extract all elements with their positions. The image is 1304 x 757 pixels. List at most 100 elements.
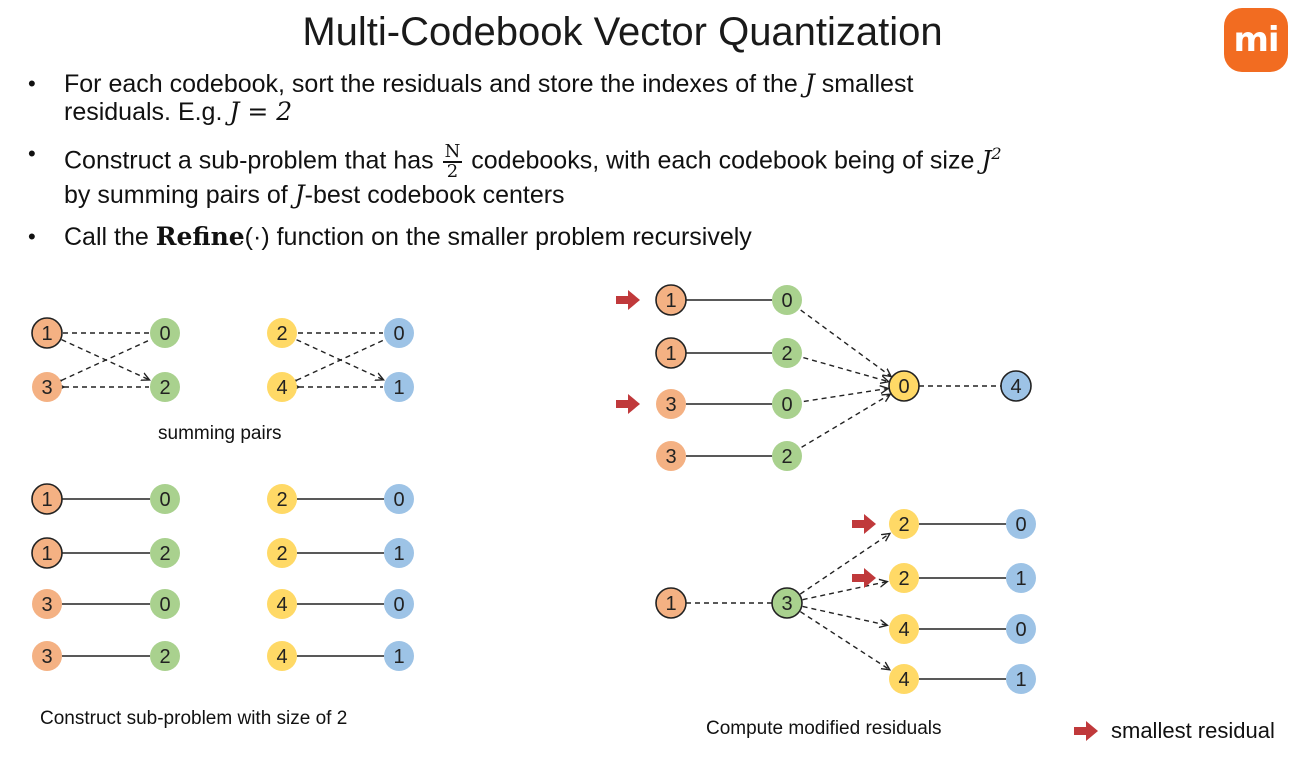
refine-split-edge [800, 611, 889, 670]
node-label: 3 [665, 394, 676, 416]
refine-start-node: 1 [655, 587, 687, 619]
subproblem-node: 3 [32, 589, 62, 619]
fraction-numerator: N [442, 140, 463, 163]
node-label: 0 [159, 323, 170, 345]
node-label: 2 [276, 489, 287, 511]
node-label: 2 [781, 343, 792, 365]
node-label: 2 [898, 514, 909, 536]
refine-node: 1 [655, 284, 687, 316]
node-circle [150, 318, 180, 348]
node-circle [150, 538, 180, 568]
node-circle [31, 317, 63, 349]
node-circle [150, 484, 180, 514]
refine-split-edge [799, 534, 890, 595]
node-label: 3 [665, 446, 676, 468]
subproblem-node: 4 [267, 641, 297, 671]
summing-edge [297, 339, 385, 381]
node-circle [267, 589, 297, 619]
node-circle [267, 538, 297, 568]
bullet-1: • For each codebook, sort the residuals … [28, 69, 1248, 127]
node-label: 1 [393, 646, 404, 668]
subproblem-node: 3 [32, 641, 62, 671]
bullet-2-var: J [981, 145, 992, 175]
node-circle [888, 370, 920, 402]
refine-merge-edge [800, 309, 891, 376]
bullet-1-post: smallest [814, 70, 914, 98]
node-label: 1 [393, 377, 404, 399]
bullet-3-text: Call the [64, 222, 156, 251]
refine-center-node: 3 [771, 587, 803, 619]
bullet-1-var: J [804, 69, 815, 98]
bullet-dot: • [28, 71, 36, 96]
node-circle [267, 484, 297, 514]
subproblem-node: 2 [150, 538, 180, 568]
summing-edge [62, 339, 151, 381]
fraction-denominator: 2 [446, 160, 459, 182]
refine-split-edge [802, 582, 888, 601]
node-label: 3 [41, 646, 52, 668]
refine-merge-edge [803, 356, 888, 382]
node-circle [655, 337, 687, 369]
legend-arrow-icon [1074, 721, 1098, 741]
subproblem-node: 1 [384, 641, 414, 671]
subproblem-node: 1 [31, 483, 63, 515]
node-label: 3 [781, 593, 792, 615]
legend: smallest residual [1074, 718, 1275, 743]
node-circle [1000, 370, 1032, 402]
subproblem-node: 2 [267, 484, 297, 514]
summing-node-left: 1 [31, 317, 63, 349]
bullet-2-line2: by summing pairs of [64, 180, 295, 209]
refine-node: 2 [889, 563, 919, 593]
node-circle [772, 441, 802, 471]
refine-node: 0 [772, 285, 802, 315]
node-circle [772, 285, 802, 315]
summing-node-right: 0 [150, 318, 180, 348]
node-circle [889, 563, 919, 593]
node-circle [772, 389, 802, 419]
summing-node-left: 3 [32, 372, 62, 402]
marker-arrows [616, 290, 876, 588]
subproblem-node: 1 [31, 537, 63, 569]
refine-node: 0 [1006, 509, 1036, 539]
node-circle [889, 614, 919, 644]
refine-node: 2 [772, 338, 802, 368]
node-circle [772, 338, 802, 368]
node-circle [1006, 614, 1036, 644]
node-label: 0 [393, 323, 404, 345]
smallest-residual-arrow-icon [852, 568, 876, 588]
refine-split-edge [802, 605, 888, 625]
refine-end-node: 4 [1000, 370, 1032, 402]
node-circle [384, 538, 414, 568]
bullet-3: • Call the Refine(·) function on the sma… [28, 222, 1248, 251]
node-label: 2 [159, 543, 170, 565]
refine-center-node: 0 [888, 370, 920, 402]
node-label: 2 [159, 377, 170, 399]
node-circle [32, 641, 62, 671]
node-label: 0 [393, 489, 404, 511]
node-circle [384, 641, 414, 671]
node-circle [889, 509, 919, 539]
refine-node: 1 [1006, 563, 1036, 593]
node-label: 3 [41, 377, 52, 399]
refine-node: 0 [1006, 614, 1036, 644]
node-circle [1006, 563, 1036, 593]
node-label: 0 [781, 394, 792, 416]
node-label: 2 [276, 323, 287, 345]
node-label: 0 [1015, 514, 1026, 536]
node-label: 1 [1015, 568, 1026, 590]
refine-node: 2 [772, 441, 802, 471]
refine-node: 4 [889, 614, 919, 644]
summing-node-left: 4 [267, 372, 297, 402]
caption-compute: Compute modified residuals [706, 718, 942, 739]
node-circle [1006, 509, 1036, 539]
node-label: 1 [41, 489, 52, 511]
node-circle [384, 484, 414, 514]
node-circle [267, 372, 297, 402]
smallest-residual-arrow-icon [852, 514, 876, 534]
node-circle [384, 318, 414, 348]
node-label: 2 [898, 568, 909, 590]
subproblem-node: 4 [267, 589, 297, 619]
